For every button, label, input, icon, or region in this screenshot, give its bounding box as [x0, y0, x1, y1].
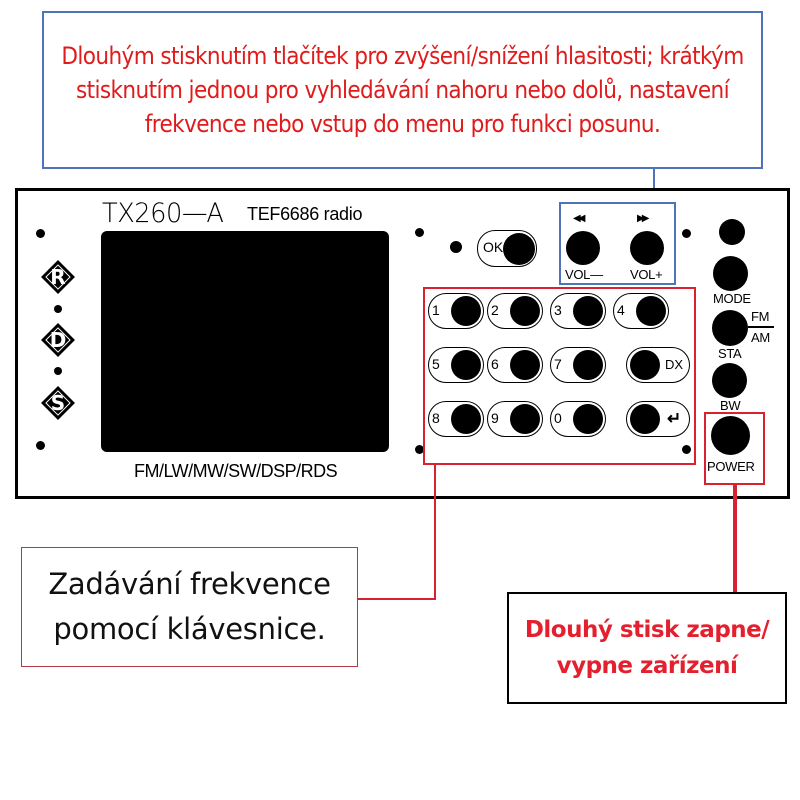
screw-dot — [36, 229, 45, 238]
key-knob — [630, 404, 660, 434]
key-knob — [510, 296, 540, 326]
key-label: 1 — [432, 302, 440, 318]
ok-label: OK — [483, 239, 504, 255]
rds-logo-s-letter: S — [50, 391, 66, 415]
key-label: 3 — [554, 302, 562, 318]
key-knob — [573, 296, 603, 326]
mode-label: MODE — [713, 291, 751, 306]
key-7[interactable]: 7 — [550, 347, 606, 383]
fm-am-divider — [748, 326, 774, 328]
fm-label: FM — [751, 309, 770, 324]
key-5[interactable]: 5 — [428, 347, 484, 383]
band-list: FM/LW/MW/SW/DSP/RDS — [134, 461, 338, 481]
rds-logo-d-letter: D — [49, 328, 67, 352]
am-label: AM — [751, 330, 770, 345]
keypad-callout-line1: Zadávání frekvence — [48, 567, 331, 601]
aux-button[interactable] — [719, 219, 745, 245]
key-label: 7 — [554, 356, 562, 372]
key-label: 9 — [491, 410, 499, 426]
key-label: 8 — [432, 410, 440, 426]
key-knob — [573, 404, 603, 434]
key-knob — [510, 404, 540, 434]
key-6[interactable]: 6 — [487, 347, 543, 383]
key-0[interactable]: 0 — [550, 401, 606, 437]
volume-callout: Dlouhým stisknutím tlačítek pro zvýšení/… — [42, 11, 763, 169]
sta-label: STA — [718, 346, 742, 361]
keypad-callout-line2: pomocí klávesnice. — [53, 612, 326, 646]
key-label: 2 — [491, 302, 499, 318]
vol-up-label: VOL+ — [630, 267, 663, 282]
logo-dot — [54, 367, 62, 375]
key-knob — [630, 350, 660, 380]
volume-callout-text: Dlouhým stisknutím tlačítek pro zvýšení/… — [61, 42, 744, 138]
keypad-connector-vertical — [434, 464, 436, 600]
sta-button[interactable] — [712, 310, 748, 346]
ok-knob — [503, 232, 535, 265]
key-9[interactable]: 9 — [487, 401, 543, 437]
power-callout-line1: Dlouhý stisk zapne/ — [524, 617, 770, 643]
power-callout: Dlouhý stisk zapne/ vypne zařízení — [507, 592, 787, 704]
key-label: 5 — [432, 356, 440, 372]
keypad-connector-horizontal — [357, 598, 436, 600]
key-enter[interactable]: ↵ — [626, 401, 690, 437]
seek-up-icon: ▶▶ — [637, 213, 650, 224]
screw-dot — [415, 228, 424, 237]
seek-down-icon: ◀◀ — [573, 213, 586, 224]
power-callout-line2: vypne zařízení — [556, 653, 738, 679]
screw-dot — [415, 445, 424, 454]
enter-icon: ↵ — [667, 409, 682, 428]
key-label: 6 — [491, 356, 499, 372]
chip-label: TEF6686 radio — [247, 204, 363, 224]
bw-button[interactable] — [712, 363, 747, 398]
keypad-callout: Zadávání frekvence pomocí klávesnice. — [21, 547, 358, 667]
power-button[interactable] — [711, 416, 750, 455]
key-1[interactable]: 1 — [428, 293, 484, 329]
key-knob — [510, 350, 540, 380]
vol-up-button[interactable] — [630, 231, 664, 265]
key-knob — [636, 296, 666, 326]
rds-logo-r-letter: R — [50, 265, 66, 289]
mode-button[interactable] — [713, 256, 748, 291]
volume-highlight-box — [559, 202, 676, 285]
vol-down-button[interactable] — [566, 231, 600, 265]
power-label: POWER — [707, 459, 755, 474]
key-2[interactable]: 2 — [487, 293, 543, 329]
key-3[interactable]: 3 — [550, 293, 606, 329]
model-name: TX260—A — [102, 198, 224, 229]
vol-down-label: VOL— — [565, 267, 603, 282]
key-knob — [451, 296, 481, 326]
logo-dot — [54, 305, 62, 313]
key-label: 0 — [554, 410, 562, 426]
ok-button[interactable]: OK — [477, 230, 537, 267]
screw-dot — [36, 441, 45, 450]
key-dx[interactable]: DX — [626, 347, 690, 383]
key-knob — [573, 350, 603, 380]
screw-dot — [682, 445, 691, 454]
lcd-screen — [101, 231, 389, 452]
key-knob — [451, 350, 481, 380]
indicator-led — [450, 241, 462, 253]
power-connector — [733, 484, 737, 593]
screw-dot — [682, 229, 691, 238]
bw-label: BW — [720, 398, 741, 413]
volume-callout-connector — [653, 168, 655, 203]
key-label: DX — [665, 357, 684, 372]
key-knob — [451, 404, 481, 434]
key-8[interactable]: 8 — [428, 401, 484, 437]
key-4[interactable]: 4 — [613, 293, 669, 329]
key-label: 4 — [617, 302, 625, 318]
keypad-highlight-box — [423, 287, 696, 465]
